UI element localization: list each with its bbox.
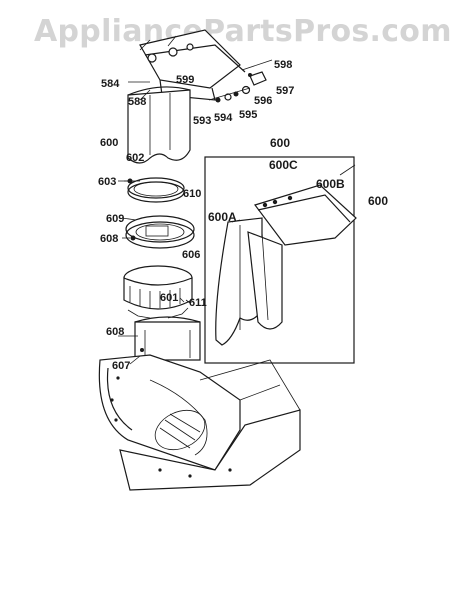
deflector-assembly: [139, 29, 246, 101]
upper-chute-600: [127, 86, 191, 164]
leader-lines: [118, 81, 241, 365]
label-611: 611: [189, 297, 207, 309]
label-588: 588: [128, 96, 146, 108]
label-608-lower: 608: [106, 326, 124, 338]
label-593: 593: [193, 115, 211, 127]
label-603: 603: [98, 176, 116, 188]
label-609: 609: [106, 213, 124, 225]
ring-610: [127, 177, 185, 203]
label-610: 610: [183, 188, 201, 200]
part-labels: 598 584 599 597 588 596 593 594 595 600 …: [98, 59, 388, 372]
label-608-upper: 608: [100, 233, 118, 245]
watermark-text: AppliancePartsPros.com: [34, 14, 452, 49]
inset-label-600: 600: [270, 136, 290, 150]
label-597: 597: [276, 85, 294, 97]
inset-label-600c: 600C: [269, 158, 298, 172]
deflector-hardware: [208, 59, 273, 103]
label-599: 599: [176, 74, 194, 86]
label-594: 594: [214, 112, 233, 124]
inset-side-label-600: 600: [368, 194, 388, 208]
label-584: 584: [101, 78, 120, 90]
blower-housing: [98, 354, 301, 491]
inset-detail-600: [204, 156, 357, 364]
inset-label-600b: 600B: [316, 177, 345, 191]
label-602: 602: [126, 152, 144, 164]
label-600: 600: [100, 137, 118, 149]
clamp-ring-609: [125, 215, 195, 249]
lower-ring-601: [123, 265, 193, 319]
label-601: 601: [160, 292, 178, 304]
inset-label-600a: 600A: [208, 210, 237, 224]
label-598: 598: [274, 59, 292, 71]
label-595: 595: [239, 109, 257, 121]
label-606: 606: [182, 249, 200, 261]
chute-base-608: [134, 316, 201, 361]
label-596: 596: [254, 95, 272, 107]
label-607: 607: [112, 360, 130, 372]
